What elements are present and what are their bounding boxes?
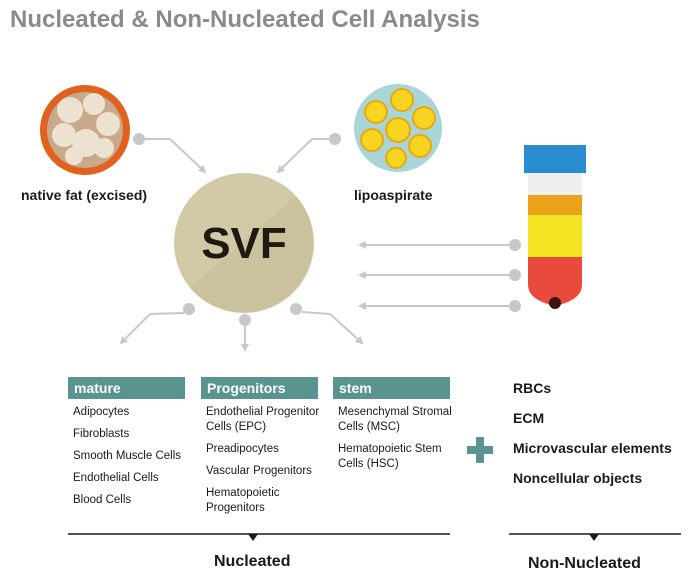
list-item: Endothelial Cells <box>73 472 159 484</box>
list-item: Adipocytes <box>73 406 130 418</box>
column-header-progenitors: Progenitors <box>201 377 318 399</box>
lipoaspirate-label: lipoaspirate <box>354 187 433 203</box>
output-connectors <box>119 303 364 352</box>
list-item: Blood Cells <box>73 494 132 506</box>
tube-connectors <box>358 239 521 312</box>
non-nucleated-list: RBCs ECM Microvascular elements Noncellu… <box>513 379 672 499</box>
list-item: Mesenchymal Stromal Cells (MSC) <box>338 406 452 433</box>
nucleated-bracket <box>68 533 450 541</box>
plus-icon <box>467 437 493 463</box>
list-item: Noncellular objects <box>513 470 643 486</box>
list-item: ECM <box>513 410 545 426</box>
list-item: Vascular Progenitors <box>206 465 312 477</box>
column-header-mature: mature <box>68 377 185 399</box>
svf-label: SVF <box>201 219 287 268</box>
mature-list: Adipocytes Fibroblasts Smooth Muscle Cel… <box>73 405 198 515</box>
list-item: Hematopoietic Progenitors <box>206 487 280 514</box>
page-title: Nucleated & Non-Nucleated Cell Analysis <box>10 6 480 33</box>
stem-list: Mesenchymal Stromal Cells (MSC) Hematopo… <box>338 405 456 479</box>
nucleated-label: Nucleated <box>214 553 291 570</box>
list-item: Smooth Muscle Cells <box>73 450 182 462</box>
native-fat-label: native fat (excised) <box>21 187 148 203</box>
progenitors-list: Endothelial Progenitor Cells (EPC) Pread… <box>206 405 331 523</box>
list-item: RBCs <box>513 380 552 396</box>
native-fat-icon <box>40 85 130 175</box>
test-tube-icon <box>524 145 586 309</box>
list-item: Endothelial Progenitor Cells (EPC) <box>206 406 320 433</box>
list-item: Microvascular elements <box>513 440 672 456</box>
list-item: Hematopoietic Stem Cells (HSC) <box>338 443 442 470</box>
non-nucleated-label: Non-Nucleated <box>528 555 641 572</box>
list-item: Preadipocytes <box>206 443 279 455</box>
source-connectors <box>133 133 341 174</box>
lipoaspirate-icon <box>354 84 442 172</box>
non-nucleated-bracket <box>509 533 681 541</box>
svf-circle <box>174 173 314 313</box>
list-item: Fibroblasts <box>73 428 130 440</box>
column-header-stem: stem <box>333 377 450 399</box>
